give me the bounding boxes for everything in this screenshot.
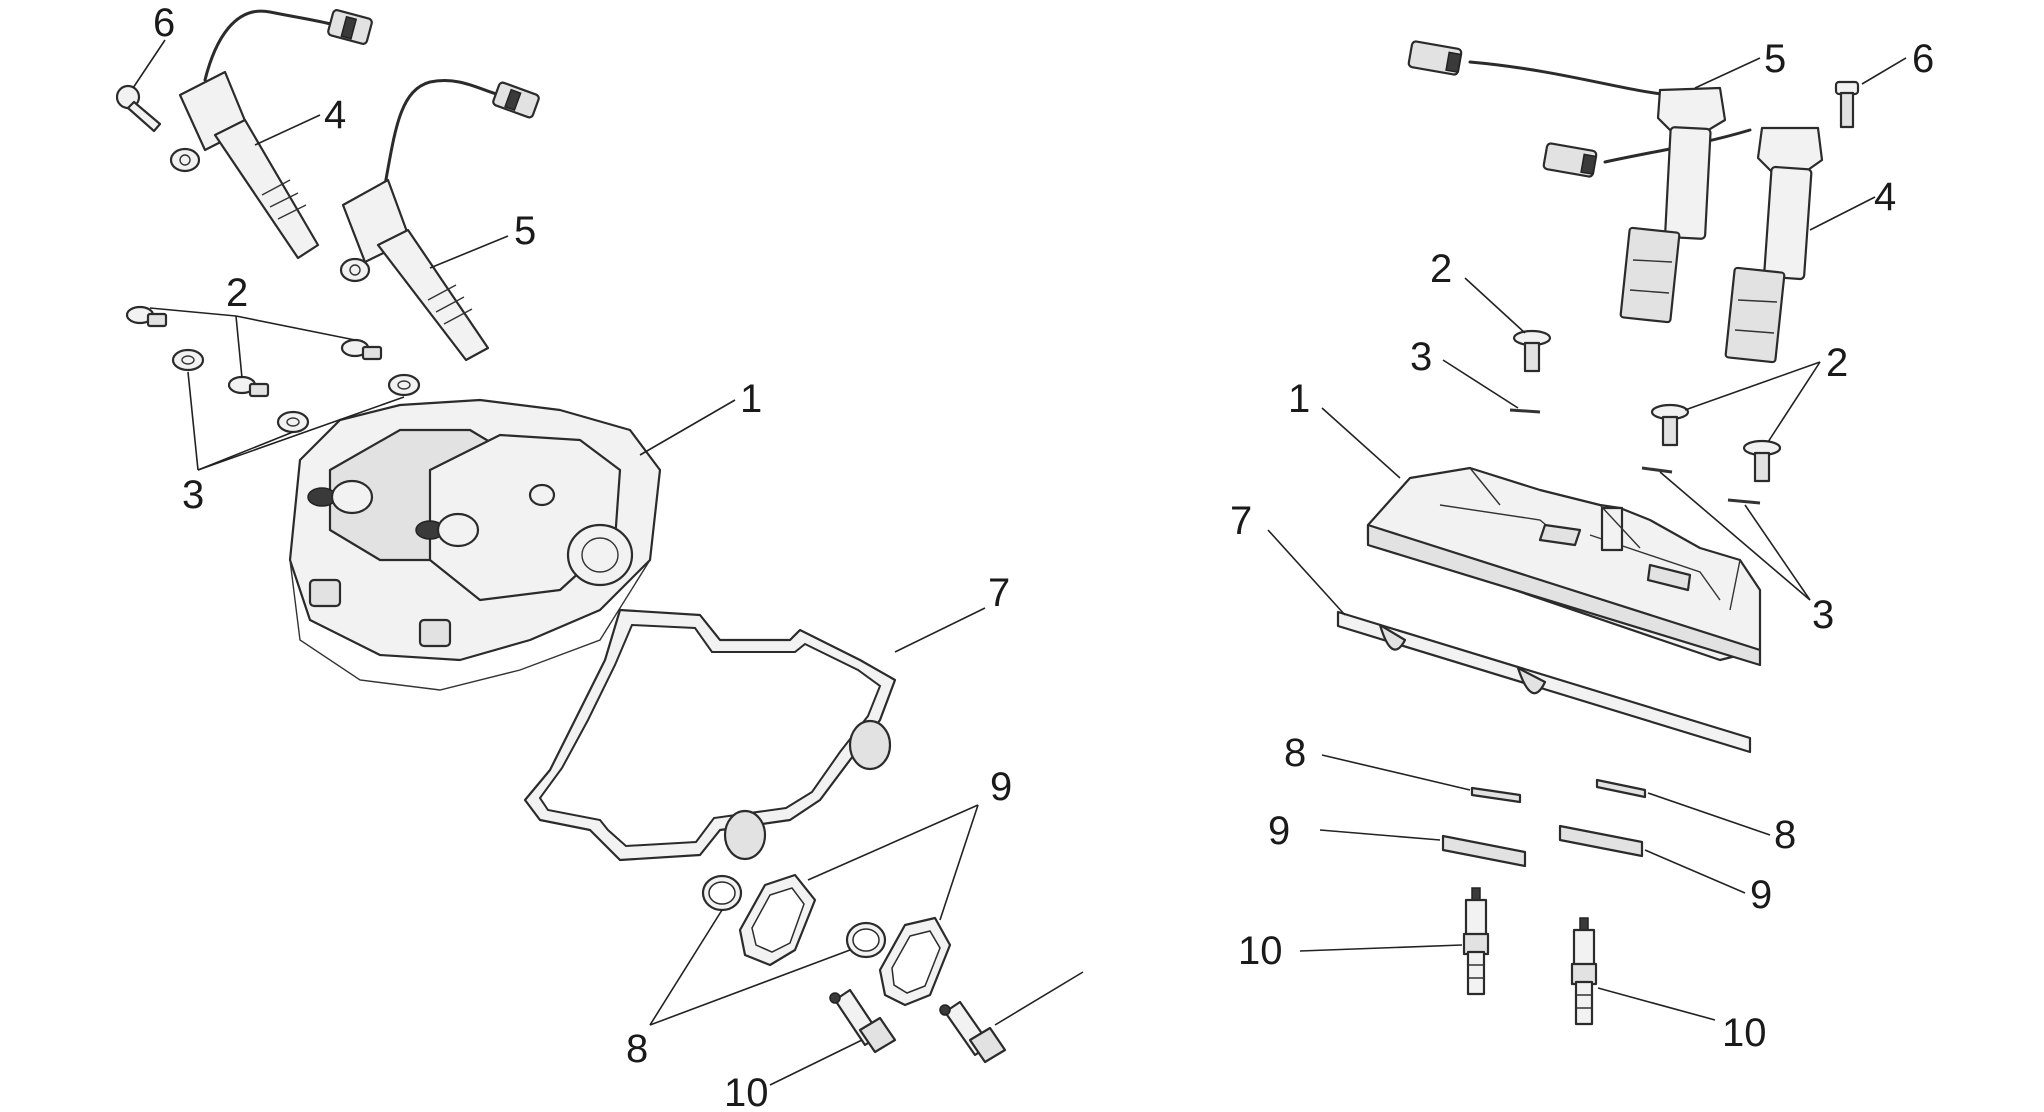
callout-left-10: 10 [724,1071,769,1112]
callout-left-2: 2 [226,271,248,315]
callout-right-8-right: 8 [1774,813,1796,857]
seal-gaskets-right-9 [1441,824,1644,868]
screws-washers-right [1509,329,1782,505]
callout-left-7: 7 [988,571,1010,615]
ignition-coil-left-5 [339,79,540,362]
callout-right-8-left: 8 [1284,731,1306,775]
callout-right-2-lower: 2 [1826,341,1848,385]
callout-right-1: 1 [1288,377,1310,421]
callout-left-9: 9 [990,765,1012,809]
ignition-coil-left-4 [169,9,373,260]
seal-gaskets-left-9 [738,873,952,1007]
callout-right-7: 7 [1230,499,1252,543]
callout-right-4: 4 [1874,175,1896,219]
bolt-left-6 [115,84,162,133]
callout-left-3: 3 [182,473,204,517]
valve-cover-right-1 [1366,466,1762,667]
callout-left-1: 1 [740,377,762,421]
o-rings-left-8 [701,874,887,959]
callout-right-10-right: 10 [1722,1011,1767,1055]
leader-lines-right [1267,57,1907,1021]
callout-left-6: 6 [153,1,175,45]
gasket-right-7 [1336,610,1752,754]
gasket-left-7 [523,608,897,862]
callout-right-9-right: 9 [1750,873,1772,917]
callout-labels-right: 5 6 4 2 3 2 1 7 3 8 8 9 9 10 10 [1230,37,1934,1055]
spark-plugs-right-10 [1462,887,1598,1026]
callout-right-6: 6 [1912,37,1934,81]
washers-left-3 [171,348,421,434]
callout-right-3-lower: 3 [1812,593,1834,637]
callout-right-2-upper: 2 [1430,247,1452,291]
callout-right-9-left: 9 [1268,809,1290,853]
callout-right-3-upper: 3 [1410,335,1432,379]
spark-plugs-left-10 [829,988,1007,1064]
right-exploded-view: 5 6 4 2 3 2 1 7 3 8 8 9 9 10 10 [1230,37,1934,1055]
ignition-coils-right [1407,40,1824,364]
o-rings-right-8 [1470,778,1647,804]
bolt-right-6 [1834,80,1860,129]
callout-right-10-left: 10 [1238,929,1283,973]
callout-left-8: 8 [626,1027,648,1071]
left-exploded-view: 6 4 5 2 3 1 7 9 8 10 [115,1,1084,1112]
screws-left-2 [125,305,383,398]
callout-right-5: 5 [1764,37,1786,81]
valve-cover-left-1 [288,398,662,691]
callout-left-5: 5 [514,209,536,253]
leader-lines-left [132,39,1084,1086]
callout-left-4: 4 [324,93,346,137]
callout-labels-left: 6 4 5 2 3 1 7 9 8 10 [153,1,1012,1112]
